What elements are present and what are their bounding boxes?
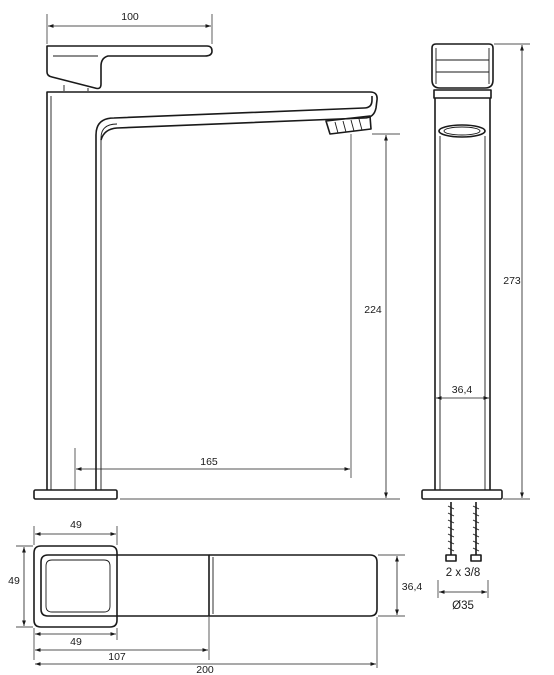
top-base-plate [33,545,118,628]
dim-spout-reach: 165 [74,134,352,490]
front-body-left [46,91,104,490]
side-handle-block [431,43,494,89]
dim-top-total-length: 200 [35,617,378,675]
side-view [421,43,503,500]
side-collar [433,89,492,99]
hose-left [445,502,457,562]
dim-label-top-total-length: 200 [196,664,214,675]
side-body [434,98,491,490]
front-view [33,45,378,500]
dim-label-top-base-width: 49 [70,636,82,648]
top-view [33,545,378,628]
dim-total-height: 273 [494,43,530,500]
dim-label-handle-width: 100 [121,11,139,23]
dim-hole-diameter: Ø35 [437,580,489,612]
front-aerator [325,115,372,135]
dim-body-width: 36,4 [436,384,489,400]
dim-top-handle-width: 49 [33,519,118,545]
dim-label-top-body-offset: 107 [108,651,126,663]
dim-label-top-spout-width: 36,4 [402,581,423,593]
front-spout-top [100,91,378,141]
dim-label-total-height: 273 [503,275,521,287]
front-lever-handle [46,45,213,90]
side-base-plate [421,489,503,500]
side-aerator [438,124,486,138]
hoses: 2 x 3/8 [445,502,482,579]
front-body-inner-right [100,123,118,490]
dim-handle-width: 100 [46,11,213,44]
hose-right [470,502,482,562]
dim-spout-height: 224 [120,133,400,500]
front-base-plate [33,489,118,500]
front-spout-under [95,96,373,490]
dim-label-spout-height: 224 [364,304,382,316]
dim-top-spout-width: 36,4 [378,554,423,617]
top-handle [40,554,210,617]
dim-top-body-offset: 107 [35,617,210,663]
dim-label-hoses: 2 x 3/8 [446,567,481,579]
dim-label-top-handle-width: 49 [70,519,82,531]
top-spout [209,554,378,617]
dim-label-spout-reach: 165 [200,456,218,468]
dim-label-top-handle-depth: 49 [8,575,20,587]
dim-top-base-width: 49 [33,628,118,660]
dim-top-handle-depth: 49 [8,545,33,628]
dim-label-hole-diameter: Ø35 [452,600,474,612]
dim-label-body-width: 36,4 [452,384,473,396]
